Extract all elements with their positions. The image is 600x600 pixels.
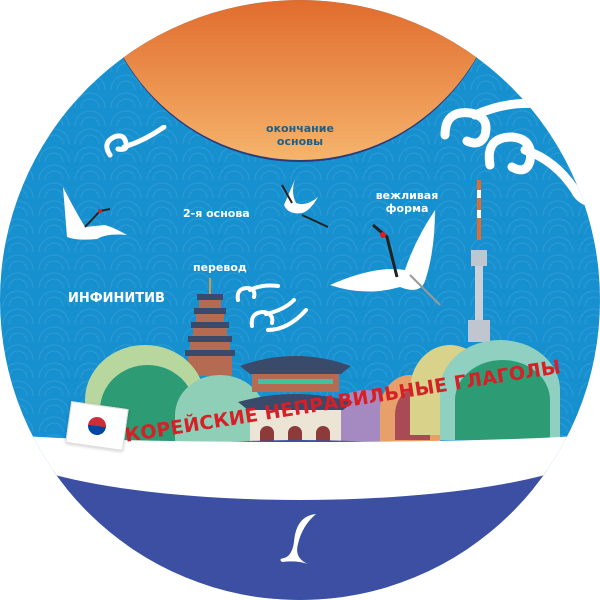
- label-translation: перевод: [193, 261, 247, 274]
- cloud-icon: [249, 298, 308, 332]
- taeguk-emblem: [86, 415, 108, 437]
- cloud-icon: [235, 283, 280, 302]
- label-stem-ending: окончание основы: [255, 122, 345, 148]
- label-polite-form: вежливая форма: [372, 189, 442, 215]
- label-second-stem: 2-я основа: [183, 207, 250, 220]
- pagoda-icon: [185, 278, 235, 376]
- cloud-icon: [104, 125, 167, 158]
- crane-icon: [330, 210, 441, 306]
- label-polite-form-line2: форма: [385, 201, 429, 215]
- crane-icon: [281, 177, 329, 228]
- cloud-icon: [440, 98, 595, 205]
- korean-flag-icon: [65, 401, 129, 451]
- publisher-feather-logo-icon: [280, 514, 316, 564]
- label-stem-ending-line1: окончание: [266, 122, 334, 135]
- label-stem-ending-line2: основы: [276, 134, 324, 148]
- label-polite-form-line1: вежливая: [375, 189, 439, 202]
- label-infinitive: ИНФИНИТИВ: [68, 291, 165, 306]
- seoul-tower-icon: [468, 180, 490, 342]
- crane-icon: [63, 187, 127, 240]
